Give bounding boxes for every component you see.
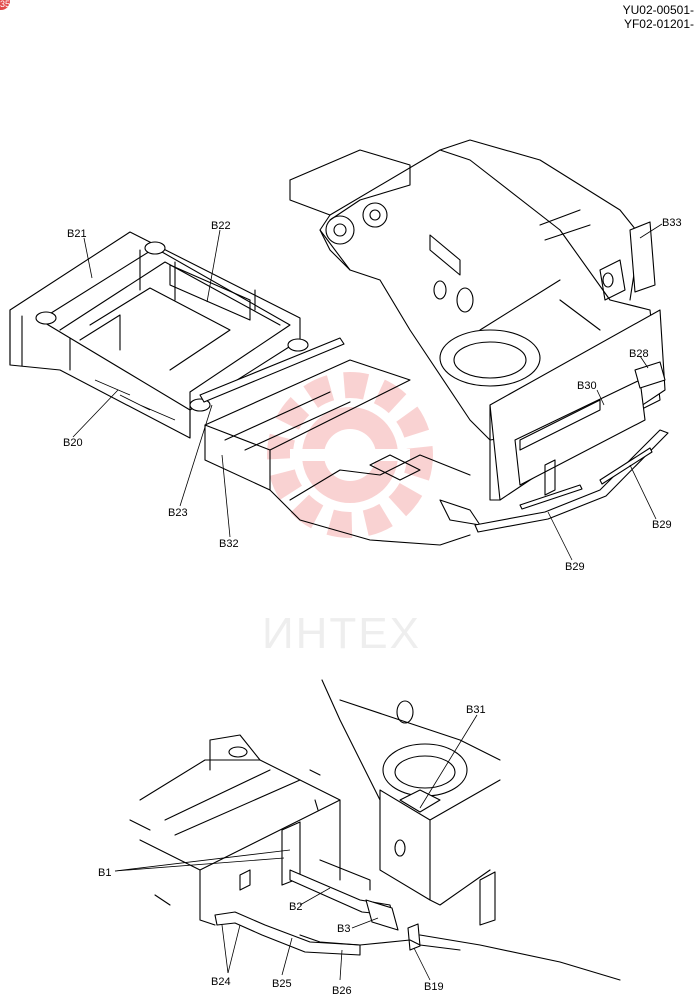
model-code-1: YU02-00501- bbox=[622, 3, 694, 17]
callout-b25: B25 bbox=[272, 978, 292, 990]
callout-b23: B23 bbox=[168, 507, 188, 519]
upper-leader-lines bbox=[72, 223, 663, 561]
callout-b3: B3 bbox=[337, 923, 350, 935]
lower-frame-detail bbox=[129, 679, 621, 981]
watermark-gear-icon bbox=[267, 372, 433, 538]
corner-badge-text: 35 bbox=[0, 0, 10, 9]
callout-b26: B26 bbox=[332, 985, 352, 997]
callout-b28: B28 bbox=[629, 348, 649, 360]
callout-b24: B24 bbox=[211, 976, 231, 988]
upper-callouts: B21 B22 B33 B28 B30 B20 B23 B32 B29 B29 bbox=[63, 217, 682, 573]
callout-b20: B20 bbox=[63, 437, 83, 449]
watermark: ИНТЕХ bbox=[262, 372, 433, 658]
callout-b31: B31 bbox=[466, 704, 486, 716]
callout-b21: B21 bbox=[67, 228, 87, 240]
lower-callouts: B31 B1 B2 B3 B24 B25 B26 B19 bbox=[98, 704, 486, 997]
lower-leader-lines bbox=[114, 714, 478, 981]
callout-b32: B32 bbox=[219, 538, 239, 550]
callout-b1: B1 bbox=[98, 867, 111, 879]
corner-badge: 35 bbox=[0, 0, 10, 10]
callout-b22: B22 bbox=[211, 220, 231, 232]
callout-b29-right: B29 bbox=[652, 519, 672, 531]
callout-b30: B30 bbox=[577, 380, 597, 392]
upper-frame-assembly bbox=[9, 139, 669, 546]
callout-b2: B2 bbox=[289, 901, 302, 913]
callout-b33: B33 bbox=[662, 217, 682, 229]
watermark-text: ИНТЕХ bbox=[262, 609, 421, 658]
callout-b29-bottom: B29 bbox=[565, 561, 585, 573]
model-code-2: YF02-01201- bbox=[623, 17, 694, 31]
callout-b19: B19 bbox=[424, 981, 444, 993]
